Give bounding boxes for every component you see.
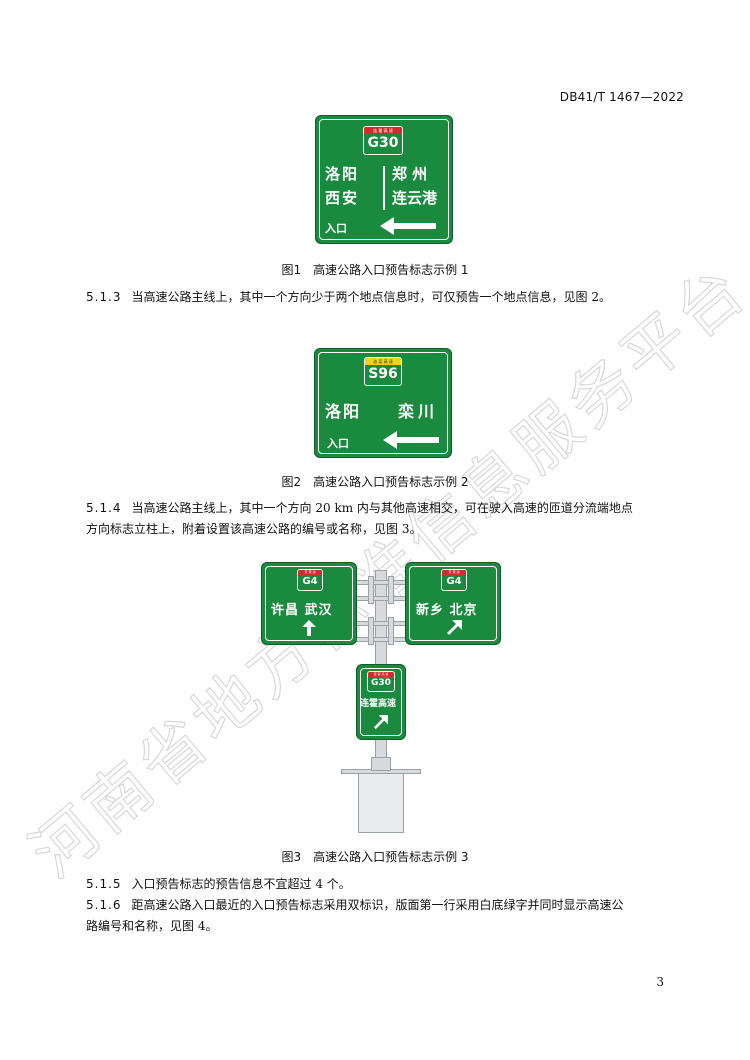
shield-code: S96	[368, 366, 398, 382]
document-code: DB41/T 1467—2022	[559, 90, 684, 104]
dest-xian: 西安	[325, 189, 360, 207]
figure2-caption: 图2 高速公路入口预告标志示例 2	[281, 475, 469, 489]
shield-name-bar: 洛 栾 高 速	[365, 358, 401, 365]
shield-name-bar: 连 霍 高 速	[364, 127, 402, 134]
figure1-caption: 图1 高速公路入口预告标志示例 1	[281, 263, 469, 277]
clause-number: 5.1.6	[86, 898, 122, 912]
dest-lianhuo-expressway: 连霍高速	[360, 699, 397, 709]
clause-text-line1: 当高速公路主线上，其中一个方向 20 km 内与其他高速相交，可在驶入高速的匝道…	[131, 501, 633, 515]
dest-lianyungang: 连云港	[392, 189, 438, 207]
clause-text-line2: 路编号和名称，见图 4。	[86, 919, 218, 933]
s96-shield: 洛 栾 高 速 S96	[364, 357, 402, 386]
bracket	[356, 637, 407, 642]
up-right-arrow-icon	[447, 620, 462, 635]
entrance-label: 入口	[325, 222, 347, 235]
clause-text-line1: 距高速公路入口最近的入口预告标志采用双标识，版面第一行采用白底绿字并同时显示高速…	[131, 898, 624, 912]
dest-luoyang: 洛阳	[325, 402, 362, 421]
dest-luoyang: 洛阳	[325, 165, 360, 183]
paragraph-5-1-4: 5.1.4 当高速公路主线上，其中一个方向 20 km 内与其他高速相交，可在驶入…	[86, 498, 686, 540]
paragraph-5-1-6: 5.1.6 距高速公路入口最近的入口预告标志采用双标识，版面第一行采用白底绿字并同…	[86, 895, 686, 937]
clause-number: 5.1.5	[86, 877, 122, 891]
dest-xinxiang-beijing: 新乡 北京	[416, 603, 478, 618]
sign-lianhuo: 连 霍 高 速 G30 连霍高速	[357, 665, 405, 739]
sign-xinxiang-beijing: 京 港 澳 G4 新乡 北京	[406, 563, 500, 644]
sign-divider	[383, 166, 385, 210]
foundation	[358, 773, 404, 833]
g4-shield: 京 港 澳 G4	[297, 569, 323, 591]
clause-text-line2: 方向标志立柱上，附着设置该高速公路的编号或名称，见图 3。	[86, 522, 422, 536]
shield-code: G30	[367, 135, 399, 151]
shield-code: G30	[371, 678, 391, 688]
bracket	[356, 621, 407, 626]
bracket-clamp	[388, 576, 394, 604]
bracket-clamp	[368, 617, 374, 645]
g30-shield: 连 霍 高 速 G30	[363, 126, 403, 155]
left-arrow-icon	[380, 217, 436, 235]
clause-text: 当高速公路主线上，其中一个方向少于两个地点信息时，可仅预告一个地点信息，见图 2…	[131, 290, 611, 304]
bracket-clamp	[368, 576, 374, 604]
shield-name-bar: 连 霍 高 速	[368, 672, 394, 677]
up-arrow-icon	[302, 620, 316, 636]
up-right-arrow-icon	[373, 715, 388, 730]
figure1-sign: 连 霍 高 速 G30 洛阳 西安 郑 州 连云港 入口	[316, 116, 452, 243]
pole-base	[371, 757, 391, 771]
dest-luanchuan: 栾川	[398, 402, 439, 421]
entrance-label: 入口	[327, 437, 349, 450]
dest-xuchang-wuhan: 许昌 武汉	[271, 603, 333, 618]
shield-name-bar: 京 港 澳	[298, 570, 322, 575]
figure2-sign: 洛 栾 高 速 S96 洛阳 栾川 入口	[315, 349, 451, 457]
bracket	[356, 596, 407, 601]
g4-shield: 京 港 澳 G4	[441, 569, 467, 591]
sign-xuchang-wuhan: 京 港 澳 G4 许昌 武汉	[262, 563, 356, 644]
dest-zhengzhou: 郑 州	[392, 165, 428, 183]
shield-name-bar: 京 港 澳	[442, 570, 466, 575]
g30-shield: 连 霍 高 速 G30	[367, 671, 395, 692]
bracket-clamp	[388, 617, 394, 645]
page-number: 3	[656, 975, 664, 989]
left-arrow-icon	[383, 431, 439, 449]
bracket	[356, 580, 407, 585]
paragraph-5-1-3: 5.1.3 当高速公路主线上，其中一个方向少于两个地点信息时，可仅预告一个地点信息…	[86, 287, 686, 308]
clause-text: 入口预告标志的预告信息不宜超过 4 个。	[131, 877, 351, 891]
paragraph-5-1-5: 5.1.5 入口预告标志的预告信息不宜超过 4 个。	[86, 874, 686, 895]
shield-code: G4	[446, 576, 462, 587]
clause-number: 5.1.4	[86, 501, 122, 515]
figure3-caption: 图3 高速公路入口预告标志示例 3	[281, 850, 469, 864]
shield-code: G4	[302, 576, 318, 587]
clause-number: 5.1.3	[86, 290, 122, 304]
